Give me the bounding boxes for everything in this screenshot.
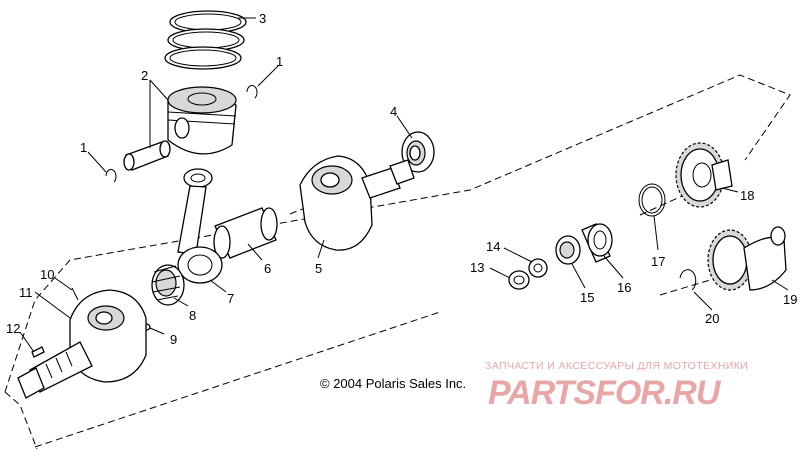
watermark-logo: PARTSFOR.RU	[488, 374, 722, 412]
gear-18	[675, 142, 733, 208]
callout-5: 5	[315, 261, 322, 276]
piston-pin	[123, 140, 171, 171]
callout-16: 16	[617, 280, 631, 295]
callout-8: 8	[189, 308, 196, 323]
bearing-15	[555, 235, 581, 265]
leader-lines	[19, 17, 789, 353]
watermark: ЗАПЧАСТИ И АКСЕССУАРЫ ДЛЯ МОТОТЕХНИКИ PA…	[485, 360, 748, 412]
callout-12: 12	[6, 321, 20, 336]
callout-10: 10	[40, 267, 54, 282]
piston-rings	[164, 10, 247, 70]
callout-11: 11	[19, 285, 33, 300]
crankshaft-half	[299, 155, 415, 251]
piston	[167, 86, 237, 155]
circlip-20	[679, 269, 697, 291]
snap-ring	[638, 183, 666, 217]
callout-4: 4	[390, 104, 397, 119]
bearing-16	[581, 223, 613, 263]
crank-pin	[213, 207, 278, 259]
callout-19: 19	[783, 292, 797, 307]
needle-bearing	[151, 264, 185, 306]
callout-18: 18	[740, 188, 754, 203]
small-pin-10	[71, 287, 79, 301]
woodruff-key	[31, 346, 45, 358]
washer	[528, 258, 548, 278]
watermark-tagline: ЗАПЧАСТИ И АКСЕССУАРЫ ДЛЯ МОТОТЕХНИКИ	[485, 360, 748, 372]
circlip-upper	[246, 84, 258, 99]
circlip-lower	[105, 168, 117, 183]
callout-9: 9	[170, 332, 177, 347]
callout-14: 14	[486, 239, 500, 254]
oil-seal	[401, 131, 435, 173]
callout-7: 7	[227, 291, 234, 306]
crankshaft-drive-half	[17, 289, 147, 399]
connecting-rod	[177, 168, 223, 284]
callout-2: 2	[141, 68, 148, 83]
balance-shaft	[707, 226, 787, 291]
callout-1-upper: 1	[276, 54, 283, 69]
callout-6: 6	[264, 261, 271, 276]
nut	[508, 270, 530, 290]
callout-1-lower: 1	[80, 140, 87, 155]
copyright-notice: © 2004 Polaris Sales Inc.	[320, 376, 466, 391]
callout-15: 15	[580, 290, 594, 305]
callout-20: 20	[705, 311, 719, 326]
callout-17: 17	[651, 254, 665, 269]
callout-13: 13	[470, 260, 484, 275]
callout-3: 3	[259, 11, 266, 26]
